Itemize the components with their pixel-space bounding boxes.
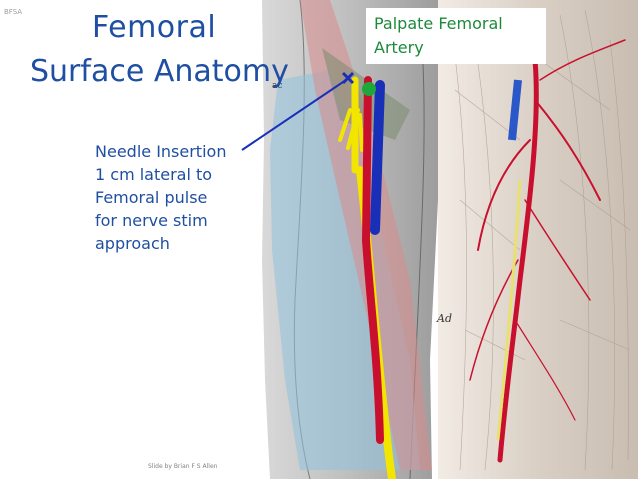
needle-annotation-line: Needle Insertion <box>95 142 227 161</box>
needle-annotation-line: for nerve stim <box>95 211 208 230</box>
needle-annotation-line: 1 cm lateral to <box>95 165 213 184</box>
palpate-annotation-line: Palpate Femoral <box>374 14 503 33</box>
title-line-1: Femoral <box>92 10 217 45</box>
callout-line <box>241 79 347 151</box>
title-line-2: Surface Anatomy <box>30 54 289 89</box>
pulse-marker <box>362 82 376 96</box>
svg-text:Ad: Ad <box>436 312 452 325</box>
palpate-annotation-line: Artery <box>374 38 424 57</box>
needle-annotation-line: approach <box>95 234 170 253</box>
corner-tag: BFSA <box>4 8 23 16</box>
artery-line <box>361 76 384 444</box>
needle-annotation-line: Femoral pulse <box>95 188 208 207</box>
needle-annotation: Needle Insertion 1 cm lateral to Femoral… <box>95 140 255 255</box>
vein-line <box>370 80 385 235</box>
palpate-annotation: Palpate Femoral Artery <box>366 8 546 64</box>
footer-credit: Slide by Brian F S Allen <box>148 463 218 470</box>
svg-text:ac: ac <box>272 81 282 91</box>
